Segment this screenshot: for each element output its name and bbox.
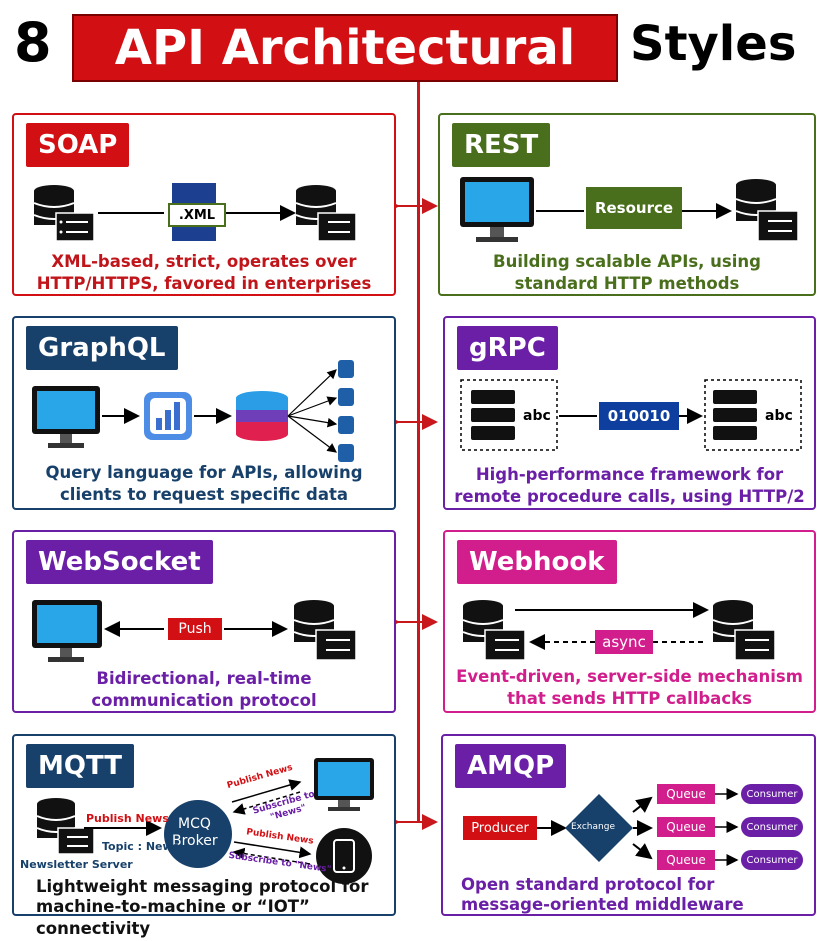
mqtt-tag: MQTT <box>26 744 135 788</box>
soap-desc-line2: HTTP/HTTPS, favored in enterprises <box>36 274 372 293</box>
monitor-icon <box>314 758 374 811</box>
database-icon <box>712 600 776 661</box>
monitor-icon <box>32 600 102 662</box>
mqtt-desc-line2: machine-to-machine or “IOT” connectivity <box>36 897 310 939</box>
websocket-panel: WebSocket Push Bidirectional, real-time … <box>12 530 396 713</box>
analytics-icon <box>144 392 192 440</box>
amqp-exchange-label: Exchange <box>571 822 615 832</box>
grpc-desc-line2: remote procedure calls, using HTTP/2 <box>454 487 805 506</box>
webhook-desc-line2: that sends HTTP callbacks <box>507 689 752 708</box>
amqp-desc-line2: message-oriented middleware <box>461 895 744 914</box>
soap-tag: SOAP <box>26 123 130 167</box>
monitor-icon <box>460 177 534 242</box>
soap-panel: SOAP .XML XML-based, strict, operates ov… <box>12 113 396 296</box>
amqp-producer-chip: Producer <box>463 816 537 840</box>
grpc-diagram <box>460 379 802 451</box>
grpc-desc-line1: High-performance framework for <box>475 465 784 484</box>
rest-desc-line1: Building scalable APIs, using <box>493 252 761 271</box>
webhook-tag: Webhook <box>457 540 617 584</box>
websocket-push-chip: Push <box>168 618 222 640</box>
soap-desc-line1: XML-based, strict, operates over <box>51 252 357 271</box>
database-icon <box>293 600 357 661</box>
amqp-desc-line1: Open standard protocol for <box>461 875 715 894</box>
mqtt-topic-label: Topic : News <box>102 840 180 853</box>
small-database-icons <box>338 360 354 462</box>
webhook-desc-line1: Event-driven, server-side mechanism <box>456 667 803 686</box>
rest-resource-chip: Resource <box>586 187 682 229</box>
mqtt-desc-line1: Lightweight messaging protocol for <box>36 877 369 896</box>
amqp-consumer-1: Consumer <box>741 784 803 804</box>
amqp-queue-2: Queue <box>657 817 715 837</box>
grpc-left-label: abc <box>523 408 551 424</box>
grpc-panel: gRPC abc abc 010010 High-performance fra… <box>443 316 816 510</box>
database-icon <box>36 798 95 855</box>
database-icon <box>295 185 357 242</box>
grpc-binary-chip: 010010 <box>599 402 679 430</box>
database-icon <box>33 185 95 242</box>
monitor-icon <box>32 386 100 448</box>
title-number: 8 <box>14 11 52 74</box>
mqtt-publish-label-1: Publish News <box>86 812 169 825</box>
rest-diagram <box>460 177 799 242</box>
websocket-diagram <box>32 600 357 662</box>
database-icon <box>462 600 526 661</box>
websocket-desc-line1: Bidirectional, real-time <box>96 669 312 688</box>
graphql-diagram <box>32 360 354 462</box>
websocket-desc-line2: communication protocol <box>91 691 317 710</box>
amqp-panel: AMQP Producer Exchange Queue Queue Queue… <box>441 734 816 916</box>
mqtt-broker-label-2: Broker <box>172 833 218 849</box>
graphql-panel: GraphQL <box>12 316 396 510</box>
rest-desc-line2: standard HTTP methods <box>514 274 740 293</box>
webhook-panel: Webhook async Event-driven, server-side … <box>443 530 816 713</box>
amqp-queue-1: Queue <box>657 784 715 804</box>
title-highlight: API Architectural <box>72 14 618 82</box>
server-icon <box>713 390 757 440</box>
webhook-diagram <box>462 600 776 661</box>
server-icon <box>471 390 515 440</box>
grpc-right-label: abc <box>765 408 793 424</box>
rest-tag: REST <box>452 123 551 167</box>
amqp-consumer-3: Consumer <box>741 850 803 870</box>
amqp-tag: AMQP <box>455 744 567 788</box>
amqp-consumer-2: Consumer <box>741 817 803 837</box>
title-tail: Styles <box>630 16 797 72</box>
mqtt-diagram <box>36 758 374 884</box>
exchange-node <box>565 794 633 862</box>
graphql-desc-line2: clients to request specific data <box>60 485 348 504</box>
graphql-desc-line1: Query language for APIs, allowing <box>45 463 363 482</box>
database-stack-icon <box>236 391 288 441</box>
graphql-tag: GraphQL <box>26 326 178 370</box>
smartphone-icon <box>316 828 372 884</box>
center-spine-line <box>417 82 420 821</box>
soap-xml-chip: .XML <box>168 203 226 227</box>
grpc-tag: gRPC <box>457 326 558 370</box>
webhook-async-chip: async <box>595 630 653 654</box>
broker-node <box>164 800 232 868</box>
mqtt-server-label: Newsletter Server <box>20 858 133 871</box>
websocket-tag: WebSocket <box>26 540 213 584</box>
database-icon <box>735 179 799 242</box>
mqtt-panel: MQTT MCQ Broker Publish News Topic : New… <box>12 734 396 938</box>
amqp-diagram <box>537 788 739 866</box>
amqp-queue-3: Queue <box>657 850 715 870</box>
mqtt-broker-label-1: MCQ <box>178 816 211 832</box>
rest-panel: REST Resource Building scalable APIs, us… <box>438 113 816 296</box>
